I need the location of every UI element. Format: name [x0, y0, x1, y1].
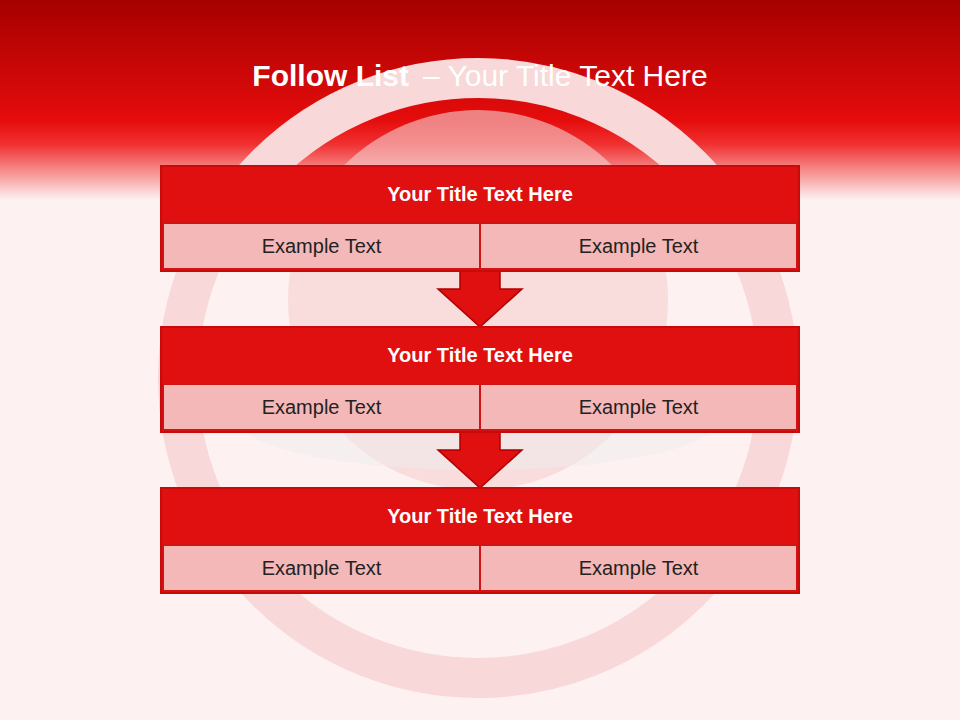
- step-box: Your Title Text HereExample Text Example …: [160, 165, 800, 272]
- flow-arrow: [438, 432, 522, 488]
- step-cell: Example Text: [479, 544, 798, 592]
- flow-arrow: [438, 271, 522, 327]
- step-cell: Example Text: [479, 383, 798, 431]
- step-title: Your Title Text Here: [162, 328, 798, 383]
- cell-text: Example Text: [254, 553, 390, 584]
- cell-text: Example Text: [254, 392, 390, 423]
- step-cell: Example Text: [162, 383, 481, 431]
- step-title: Your Title Text Here: [162, 489, 798, 544]
- step-box: Your Title Text HereExample Text Example …: [160, 487, 800, 594]
- step-cell: Example Text: [479, 222, 798, 270]
- cell-text: Example Text: [254, 231, 390, 262]
- cell-text: Example Text: [571, 392, 707, 423]
- title-subtext: – Your Title Text Here: [423, 59, 708, 93]
- cell-text: Example Text: [571, 553, 707, 584]
- step-cell: Example Text: [162, 544, 481, 592]
- cell-text: Example Text: [571, 231, 707, 262]
- title-bar: Follow List – Your Title Text Here: [0, 50, 960, 102]
- step-title: Your Title Text Here: [162, 167, 798, 222]
- slide-title: Follow List: [252, 59, 409, 93]
- step-box: Your Title Text HereExample Text Example …: [160, 326, 800, 433]
- step-cell: Example Text: [162, 222, 481, 270]
